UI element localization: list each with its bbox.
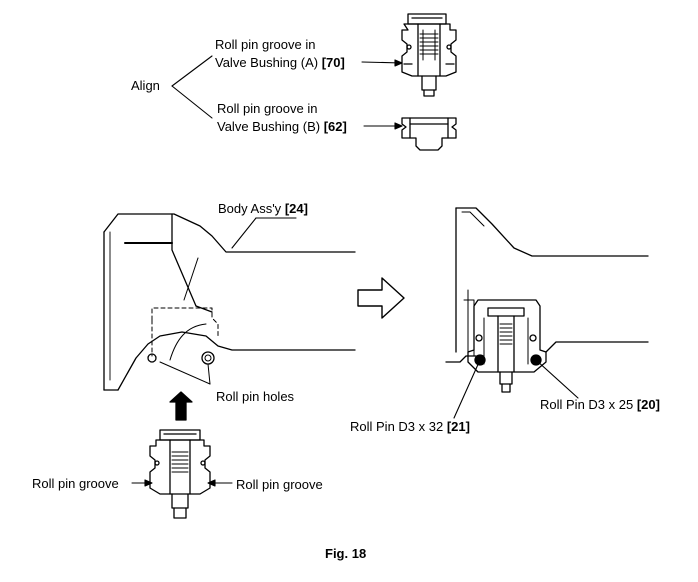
body-assy-text: Body Ass'y [218,201,282,216]
groove-a-label-line2: Valve Bushing (A) [70] [215,55,345,71]
valve-assembly-drawing [149,429,211,519]
leader-groove-a [361,59,403,67]
figure-caption: Fig. 18 [325,546,367,561]
roll-pin-25-text: Roll Pin D3 x 25 [540,397,634,412]
groove-b-label-line2: Valve Bushing (B) [62] [217,119,347,135]
body-assy-ref: [24] [284,201,308,216]
groove-b-ref: [62] [323,119,347,134]
groove-a-label-line1: Roll pin groove in [215,37,316,52]
groove-a-ref: [70] [321,55,345,70]
align-brace [171,55,213,119]
transition-arrow [357,277,405,319]
groove-b-label-line1: Roll pin groove in [217,101,318,116]
groove-b-text: Valve Bushing (B) [217,119,321,134]
roll-pin-25-leader [535,359,579,399]
valve-bushing-b-drawing [401,117,457,151]
align-label: Align [131,78,160,93]
insert-arrow [169,391,193,421]
body-assy-leader [231,217,297,249]
groove-a-text: Valve Bushing (A) [215,55,319,70]
groove-leader-right [207,479,233,487]
roll-pin-32-text: Roll Pin D3 x 32 [350,419,444,434]
roll-pin-groove-right-label: Roll pin groove [236,477,323,492]
body-assy-drawing [103,213,356,391]
leader-groove-b [363,122,403,130]
roll-pin-holes-label: Roll pin holes [216,389,295,404]
roll-pin-32-ref: [21] [446,419,470,434]
roll-pin-25-label: Roll Pin D3 x 25 [20] [540,397,660,413]
body-assy-label: Body Ass'y [24] [218,201,308,217]
groove-leader-left [131,479,153,487]
roll-pin-groove-left-label: Roll pin groove [32,476,119,491]
roll-pin-32-label: Roll Pin D3 x 32 [21] [350,419,470,435]
installed-assembly-drawing [445,207,649,393]
roll-pin-25-ref: [20] [636,397,660,412]
roll-pin-32-leader [453,359,481,419]
valve-bushing-a-drawing [401,13,457,97]
